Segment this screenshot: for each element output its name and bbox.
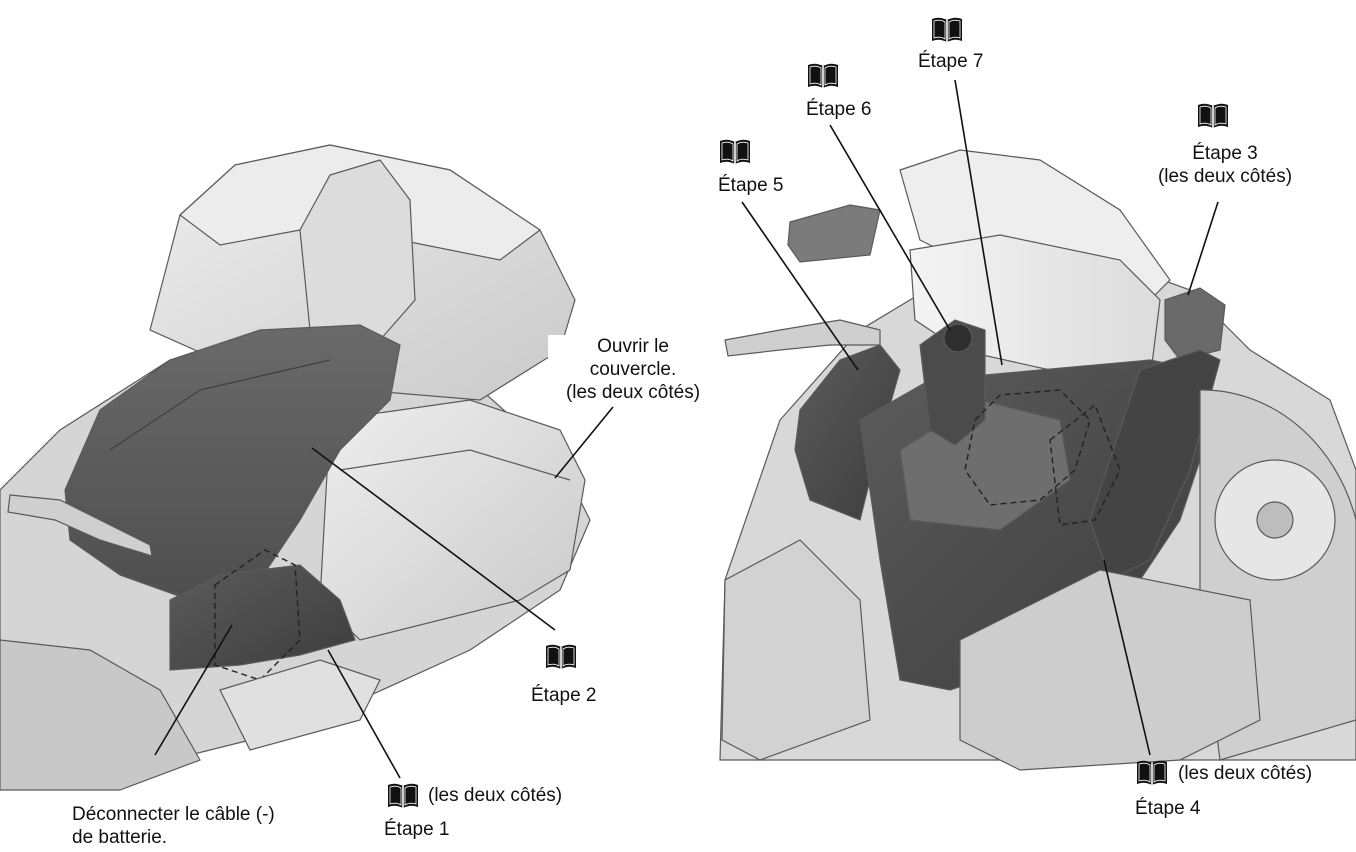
open-book-icon (544, 641, 578, 671)
battery-cable-line-1: Déconnecter le câble (-) (72, 803, 275, 826)
step4-both-sides: (les deux côtés) (1178, 762, 1312, 785)
step6-label: Étape 6 (806, 98, 872, 121)
open-book-icon (1196, 100, 1230, 130)
left-motorcycle-illustration (0, 145, 590, 790)
step7-label: Étape 7 (918, 50, 984, 73)
step5-label: Étape 5 (718, 174, 784, 197)
brake-disc-center (1257, 502, 1293, 538)
open-book-icon (930, 14, 964, 44)
leader-step3 (1188, 202, 1218, 295)
open-book-icon (1135, 757, 1169, 787)
right-mirror (1165, 288, 1225, 360)
step2-label: Étape 2 (531, 684, 597, 707)
right-saddlebag (320, 400, 585, 640)
battery-cable-label: Déconnecter le câble (-) de batterie. (72, 803, 275, 849)
step1-label: Étape 1 (384, 818, 450, 841)
open-cover-line-3: (les deux côtés) (548, 381, 718, 404)
step1-both-sides: (les deux côtés) (428, 784, 562, 807)
step4-label: Étape 4 (1135, 797, 1201, 820)
step3-label-block: Étape 3 (les deux côtés) (1140, 142, 1310, 188)
right-motorcycle-illustration (720, 150, 1356, 770)
open-cover-line-1: Ouvrir le (548, 335, 718, 358)
step3-both-sides: (les deux côtés) (1140, 165, 1310, 188)
open-book-icon (386, 780, 420, 810)
battery-cable-line-2: de batterie. (72, 826, 275, 849)
step3-label: Étape 3 (1140, 142, 1310, 165)
open-cover-label: Ouvrir le couvercle. (les deux côtés) (548, 335, 718, 404)
open-book-icon (718, 136, 752, 166)
open-cover-line-2: couvercle. (548, 358, 718, 381)
open-book-icon (806, 60, 840, 90)
left-mirror (788, 205, 880, 262)
